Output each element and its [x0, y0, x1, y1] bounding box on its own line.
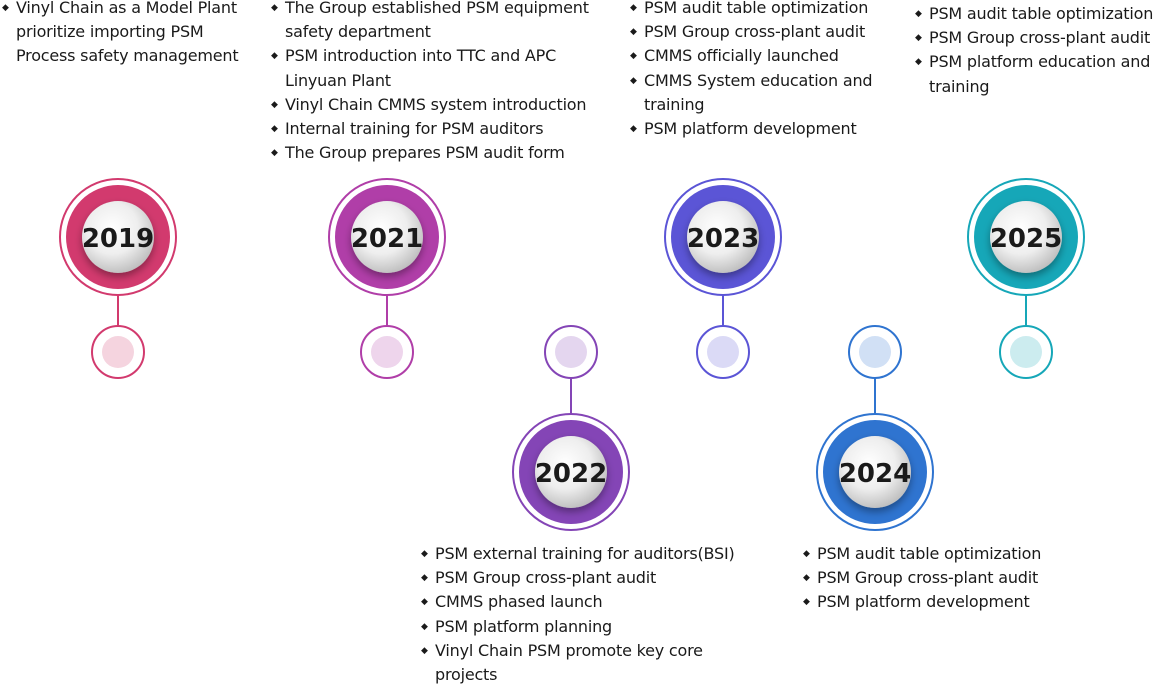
axis-node-2023 [696, 325, 750, 379]
year-label-2023: 2023 [687, 224, 759, 254]
year-label-2022: 2022 [535, 459, 607, 489]
axis-node-2022 [544, 325, 598, 379]
axis-node-2024 [848, 325, 902, 379]
note-item: PSM external training for auditors(BSI) [421, 542, 751, 566]
note-item: Vinyl Chain as a Model Plant prioritize … [2, 0, 252, 69]
notes-2021: The Group established PSM equipment safe… [271, 0, 616, 166]
note-item: PSM platform planning [421, 615, 751, 639]
note-item: CMMS System education and training [630, 69, 895, 117]
year-badge-2023: 2023 [664, 178, 782, 296]
year-badge-2019: 2019 [59, 178, 177, 296]
note-item: PSM platform education and training [915, 50, 1167, 98]
note-item: PSM Group cross-plant audit [803, 566, 1083, 590]
note-item: PSM Group cross-plant audit [915, 26, 1167, 50]
notes-2025: PSM audit table optimization PSM Group c… [915, 2, 1167, 99]
note-item: The Group established PSM equipment safe… [271, 0, 616, 44]
note-item: CMMS phased launch [421, 590, 751, 614]
note-item: PSM platform development [803, 590, 1083, 614]
axis-node-2025 [999, 325, 1053, 379]
year-label-2021: 2021 [351, 224, 423, 254]
year-label-2025: 2025 [990, 224, 1062, 254]
note-item: PSM Group cross-plant audit [421, 566, 751, 590]
notes-2022: PSM external training for auditors(BSI) … [421, 542, 751, 687]
notes-2019: Vinyl Chain as a Model Plant prioritize … [2, 0, 252, 69]
year-badge-2025: 2025 [967, 178, 1085, 296]
note-item: PSM Group cross-plant audit [630, 20, 895, 44]
note-item: Vinyl Chain CMMS system introduction [271, 93, 616, 117]
note-item: CMMS officially launched [630, 44, 895, 68]
year-badge-2022: 2022 [512, 413, 630, 531]
year-badge-2021: 2021 [328, 178, 446, 296]
year-label-2019: 2019 [82, 224, 154, 254]
note-item: PSM audit table optimization [630, 0, 895, 20]
note-item: PSM audit table optimization [803, 542, 1083, 566]
note-item: PSM audit table optimization [915, 2, 1167, 26]
note-item: PSM platform development [630, 117, 895, 141]
note-item: Vinyl Chain PSM promote key core project… [421, 639, 751, 687]
note-item: The Group prepares PSM audit form [271, 141, 616, 165]
note-item: PSM introduction into TTC and APC Linyua… [271, 44, 616, 92]
axis-node-2019 [91, 325, 145, 379]
axis-node-2021 [360, 325, 414, 379]
note-item: Internal training for PSM auditors [271, 117, 616, 141]
notes-2024: PSM audit table optimization PSM Group c… [803, 542, 1083, 615]
year-badge-2024: 2024 [816, 413, 934, 531]
year-label-2024: 2024 [839, 459, 911, 489]
notes-2023: PSM audit table optimization PSM Group c… [630, 0, 895, 141]
